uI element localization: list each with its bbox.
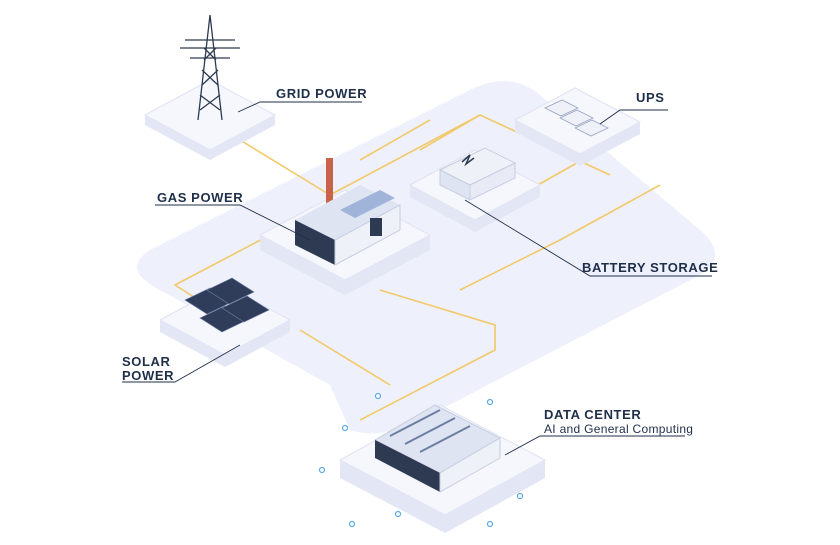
floor-plane bbox=[137, 81, 716, 434]
factory-icon bbox=[295, 158, 401, 266]
battery-storage-label: BATTERY STORAGE bbox=[582, 260, 719, 275]
leader-lines bbox=[122, 101, 712, 456]
grid-power-label: GRID POWER bbox=[276, 86, 368, 101]
solar-panel-icon bbox=[184, 277, 270, 333]
data-center-label: DATA CENTER bbox=[544, 407, 642, 422]
gas-power-label: GAS POWER bbox=[157, 190, 244, 205]
solar-power-label-line2: POWER bbox=[122, 368, 175, 383]
battery-container-icon bbox=[438, 147, 517, 201]
ups-unit-icon bbox=[544, 99, 609, 137]
data-center-subtitle: AI and General Computing bbox=[544, 422, 694, 436]
ups-label: UPS bbox=[636, 90, 665, 105]
transmission-tower-icon bbox=[180, 14, 240, 121]
grid-platform bbox=[143, 79, 277, 160]
server-building-icon bbox=[373, 404, 502, 493]
solar-power-label-line1: SOLAR bbox=[122, 354, 171, 369]
network-nodes bbox=[318, 392, 524, 528]
